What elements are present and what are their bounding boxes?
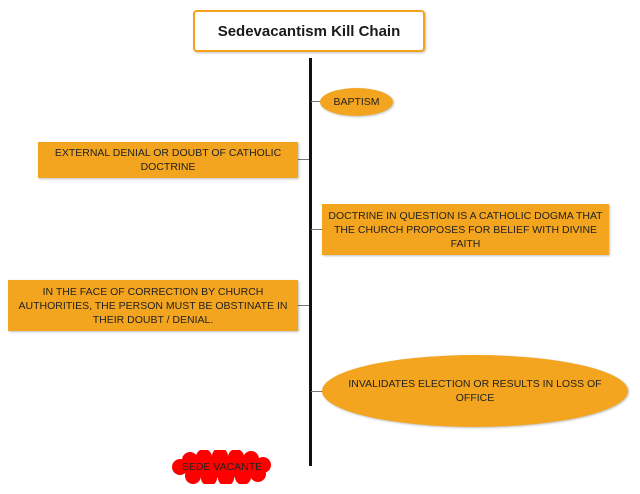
diagram-title: Sedevacantism Kill Chain: [193, 10, 425, 52]
connector-baptism: [311, 101, 321, 102]
connector-external-denial: [298, 159, 309, 160]
node-external-denial: EXTERNAL DENIAL OR DOUBT OF CATHOLIC DOC…: [38, 142, 298, 178]
node-obstinate: IN THE FACE OF CORRECTION BY CHURCH AUTH…: [8, 280, 298, 331]
node-sede-vacante: SEDE VACANTE: [166, 450, 278, 484]
node-doctrine-dogma: DOCTRINE IN QUESTION IS A CATHOLIC DOGMA…: [322, 204, 609, 255]
cloud-shape: [172, 450, 271, 484]
sede-vacante-label: SEDE VACANTE: [181, 461, 263, 473]
connector-doctrine-dogma: [311, 229, 322, 230]
timeline-spine: [309, 58, 312, 466]
node-invalidates: INVALIDATES ELECTION OR RESULTS IN LOSS …: [322, 355, 628, 427]
connector-obstinate: [298, 305, 309, 306]
connector-invalidates: [311, 391, 323, 392]
node-baptism: BAPTISM: [320, 88, 393, 116]
